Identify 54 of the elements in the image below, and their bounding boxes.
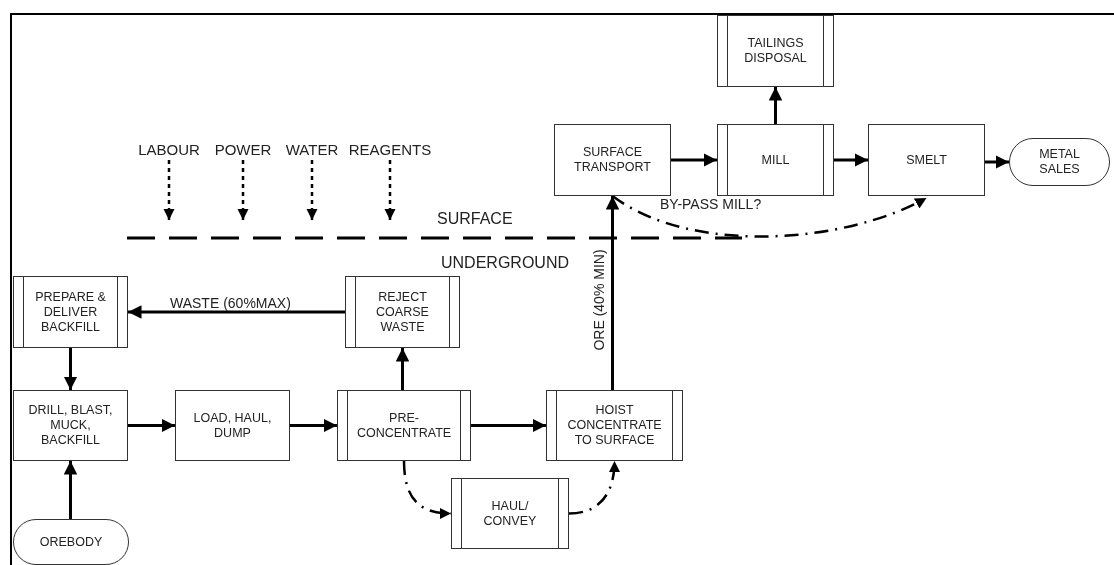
arrow (568, 460, 620, 515)
predefined-process-box (337, 390, 471, 461)
arrow (834, 153, 868, 167)
zone-label: SURFACE (437, 209, 513, 229)
process-box (868, 124, 985, 196)
arrow (63, 461, 78, 519)
process-box (554, 124, 671, 196)
arrow (471, 418, 546, 433)
arrow (237, 160, 249, 220)
arrow (768, 87, 783, 124)
node-label: LOAD, HAUL, DUMP (192, 410, 273, 441)
node-label: SMELT (905, 152, 948, 168)
arrow (128, 305, 345, 319)
edge-label: WASTE (60%MAX) (170, 295, 291, 311)
node-label: PREPARE & DELIVER BACKFILL (34, 289, 107, 335)
arrow (402, 460, 452, 519)
node-label: HOIST CONCENTRATE TO SURFACE (566, 403, 663, 448)
arrow (605, 196, 620, 390)
process-box (175, 390, 290, 461)
node-label: SURFACE TRANSPORT (573, 145, 652, 175)
input-label: LABOUR (135, 142, 203, 158)
predefined-process-box (546, 390, 683, 461)
arrow (63, 348, 78, 390)
arrow (395, 348, 410, 390)
arrow (290, 418, 337, 433)
arrow (671, 153, 717, 167)
node-label: METAL SALES (1038, 147, 1081, 177)
arrow (384, 160, 396, 220)
node-label: DRILL, BLAST, MUCK, BACKFILL (27, 403, 114, 448)
input-label: REAGENTS (345, 142, 435, 158)
node-label: TAILINGS DISPOSAL (743, 36, 808, 66)
input-label: POWER (211, 142, 275, 158)
edge-label: ORE (40% MIN) (590, 249, 607, 351)
arrow (611, 194, 928, 238)
arrow (985, 155, 1009, 169)
edge-label: BY-PASS MILL? (660, 196, 762, 212)
predefined-process-box (13, 276, 128, 348)
terminal-shape (1009, 138, 1110, 186)
predefined-process-box (345, 276, 460, 348)
node-label: HAUL/ CONVEY (482, 498, 538, 529)
arrow (163, 160, 175, 220)
process-box (13, 390, 128, 461)
node-label: PRE-CONCENTRATE (355, 410, 453, 441)
arrow (128, 418, 175, 433)
node-label: OREBODY (38, 534, 104, 550)
zone-label: UNDERGROUND (441, 253, 569, 273)
node-label: REJECT COARSE WASTE (375, 289, 430, 335)
predefined-process-box (717, 15, 834, 87)
node-label: MILL (760, 152, 791, 168)
predefined-process-box (451, 478, 569, 549)
predefined-process-box (717, 124, 834, 196)
arrow (306, 160, 318, 220)
input-label: WATER (281, 142, 343, 158)
terminal-shape (13, 519, 129, 565)
